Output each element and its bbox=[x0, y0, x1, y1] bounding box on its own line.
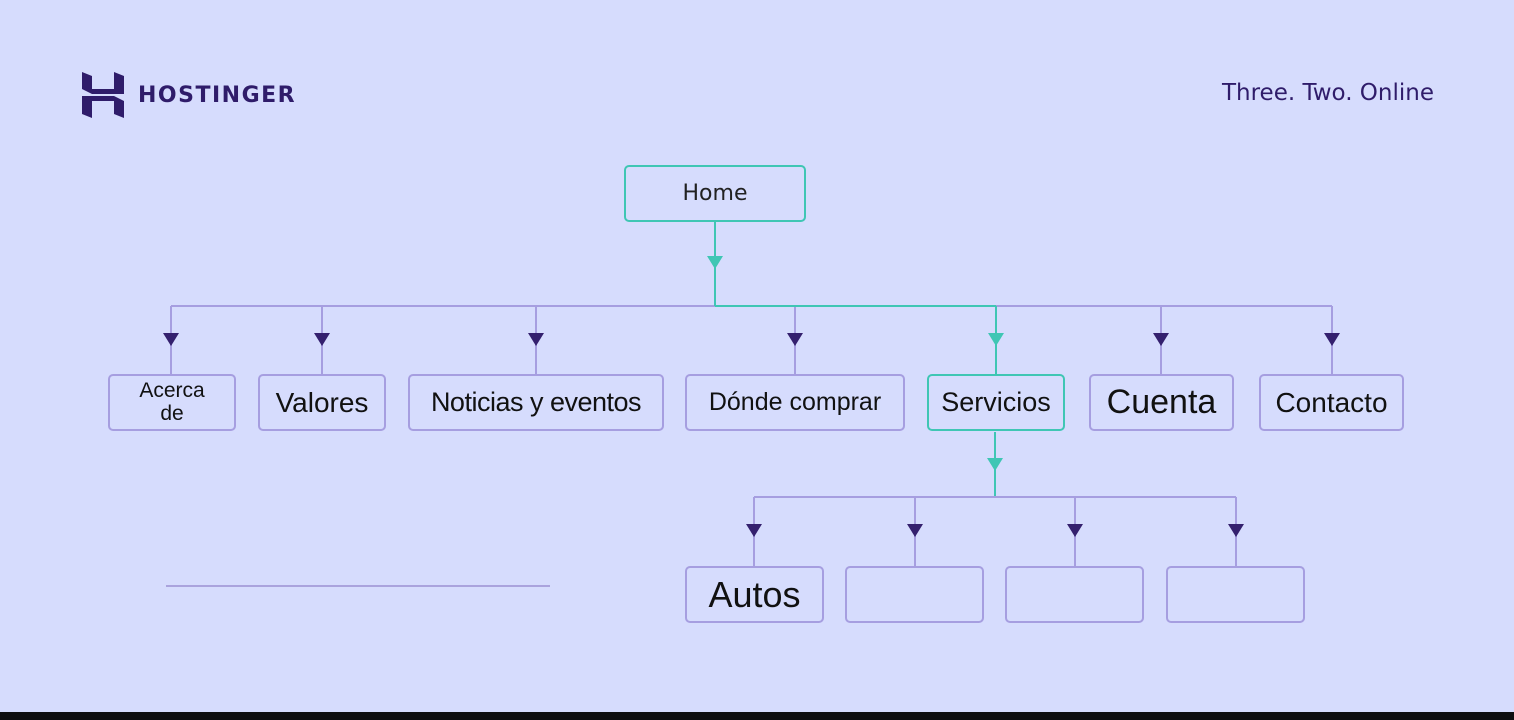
node-contacto: Contacto bbox=[1259, 374, 1404, 431]
brand-logo: HOSTINGER bbox=[82, 72, 296, 118]
arrow-icon bbox=[787, 333, 803, 346]
arrow-icon bbox=[746, 524, 762, 537]
node-donde-comprar: Dónde comprar bbox=[685, 374, 905, 431]
brand-name: HOSTINGER bbox=[138, 82, 297, 108]
node-acerca-de: Acerca de bbox=[108, 374, 236, 431]
arrow-icon bbox=[163, 333, 179, 346]
arrow-icon bbox=[528, 333, 544, 346]
hostinger-logo-icon bbox=[82, 72, 124, 118]
brand-tagline: Three. Two. Online bbox=[1221, 80, 1434, 106]
node-child-3 bbox=[1005, 566, 1144, 623]
arrow-icon bbox=[707, 256, 723, 269]
node-cuenta: Cuenta bbox=[1089, 374, 1234, 431]
arrow-icon bbox=[907, 524, 923, 537]
node-servicios: Servicios bbox=[927, 374, 1065, 431]
arrow-icon bbox=[988, 333, 1004, 346]
node-home: Home bbox=[624, 165, 806, 222]
arrow-icon bbox=[987, 458, 1003, 471]
arrow-icon bbox=[1153, 333, 1169, 346]
node-noticias-y-eventos: Noticias y eventos bbox=[408, 374, 664, 431]
node-valores: Valores bbox=[258, 374, 386, 431]
arrow-icon bbox=[314, 333, 330, 346]
node-child-2 bbox=[845, 566, 984, 623]
node-autos: Autos bbox=[685, 566, 824, 623]
arrow-icon bbox=[1228, 524, 1244, 537]
bottom-bar bbox=[0, 712, 1514, 720]
arrow-icon bbox=[1324, 333, 1340, 346]
node-child-4 bbox=[1166, 566, 1305, 623]
arrow-icon bbox=[1067, 524, 1083, 537]
divider-line bbox=[166, 585, 550, 587]
